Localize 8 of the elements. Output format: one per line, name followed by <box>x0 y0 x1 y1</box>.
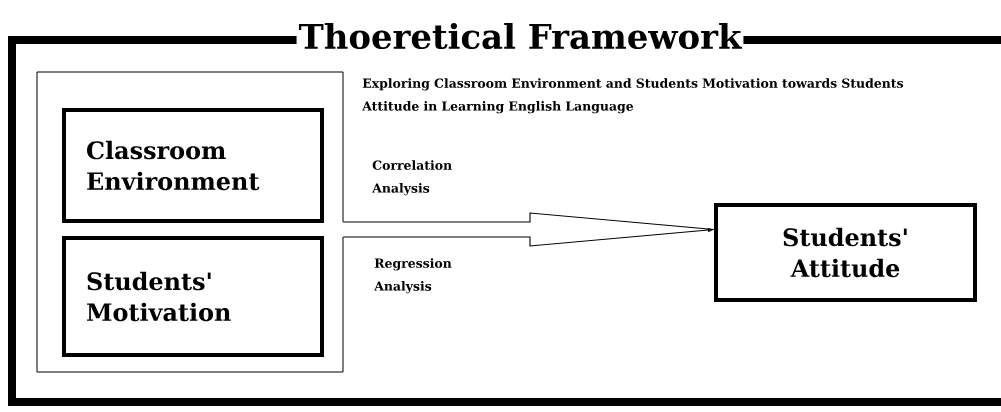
concept-box: Students' Attitude <box>714 203 977 302</box>
concept-box: Students' Motivation <box>62 236 324 357</box>
annotation-text: Correlation Analysis <box>372 160 452 196</box>
block-arrow <box>342 212 715 247</box>
group-box <box>36 71 344 373</box>
concept-box: Classroom Environment <box>62 108 324 223</box>
annotation-text: Regression Analysis <box>374 258 452 294</box>
annotation-text: Exploring Classroom Environment and Students Motivation towards Students Attitude in Learning English Language <box>362 78 904 114</box>
